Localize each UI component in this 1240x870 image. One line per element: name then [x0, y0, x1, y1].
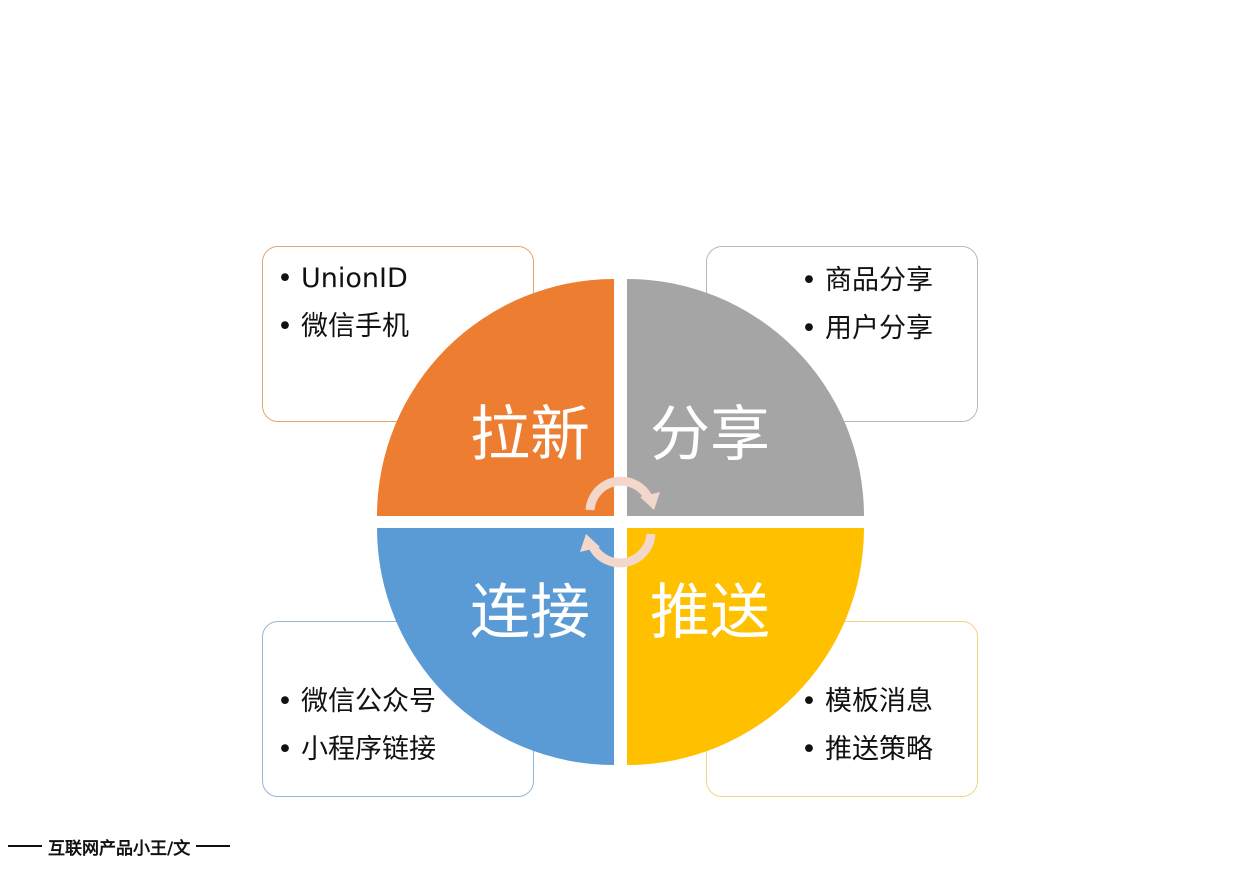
list-item: 微信手机	[277, 303, 409, 351]
quadrant-push	[627, 528, 864, 765]
list-item: 用户分享	[801, 305, 933, 353]
divider	[8, 845, 42, 847]
cycle-arrows-icon	[580, 476, 660, 568]
quadrant-connect	[377, 528, 614, 765]
quadrant-lanew	[377, 279, 614, 516]
quadrant-label-connect: 连接	[470, 578, 590, 648]
author-credit-text: 互联网产品小王/文	[48, 838, 191, 859]
list-item: UnionID	[277, 255, 409, 303]
list-item: 推送策略	[801, 726, 933, 774]
quadrant-label-share: 分享	[650, 400, 770, 470]
push-list: 模板消息 推送策略	[801, 678, 933, 774]
list-item: 微信公众号	[277, 678, 436, 726]
quadrant-label-lanew: 拉新	[470, 400, 590, 470]
quadrant-label-push: 推送	[650, 578, 770, 648]
author-credit: 互联网产品小王/文	[8, 832, 231, 860]
divider	[196, 845, 231, 847]
share-list: 商品分享 用户分享	[801, 257, 933, 353]
quadrant-share	[627, 279, 864, 516]
list-item: 模板消息	[801, 678, 933, 726]
lanew-list: UnionID 微信手机	[277, 255, 409, 351]
list-item: 商品分享	[801, 257, 933, 305]
connect-list: 微信公众号 小程序链接	[277, 678, 436, 774]
list-item: 小程序链接	[277, 726, 436, 774]
